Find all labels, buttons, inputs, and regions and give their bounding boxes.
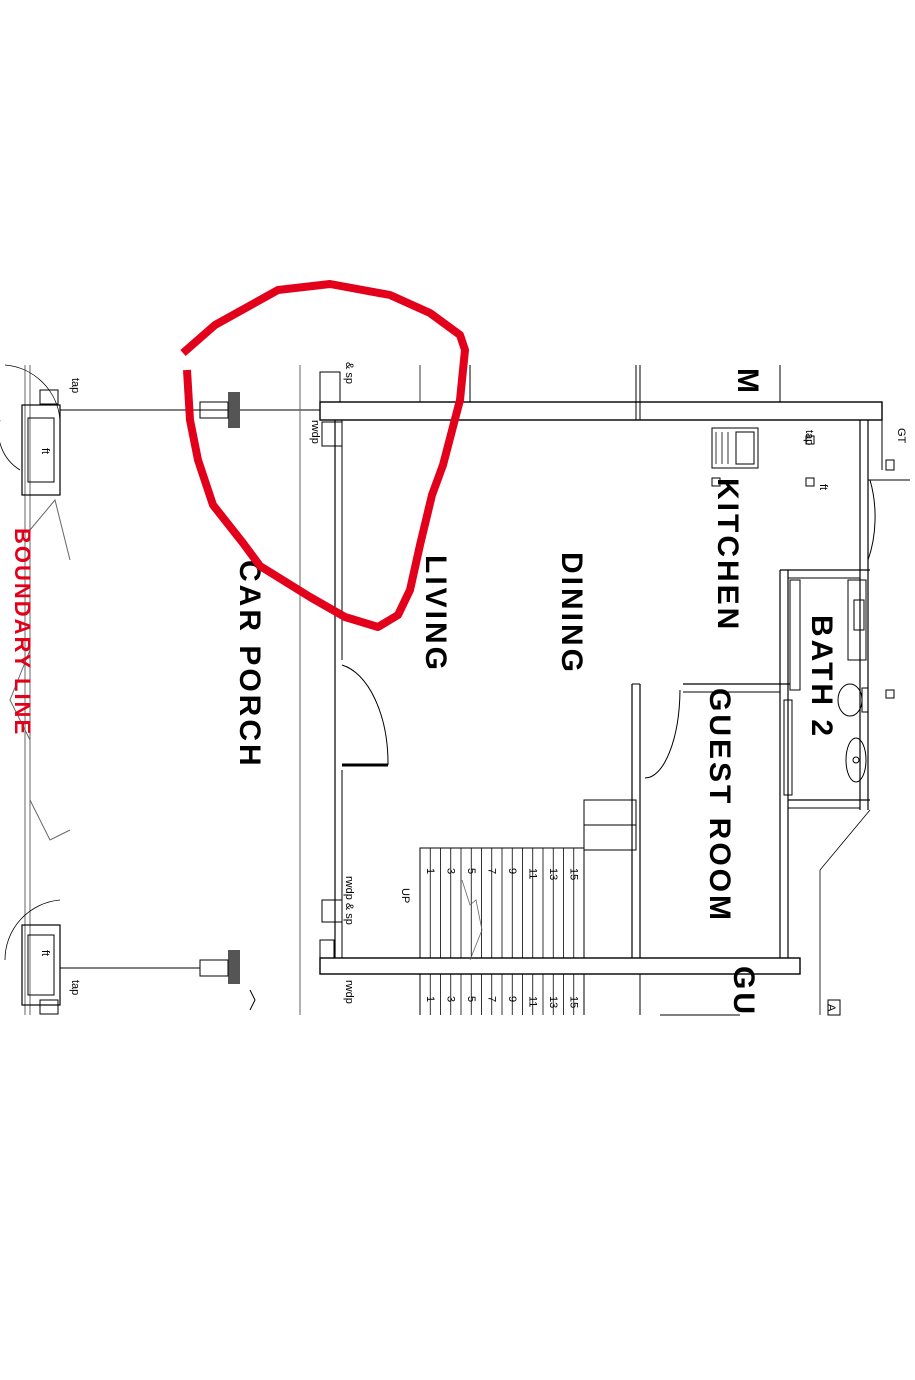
stair-number: 7	[486, 996, 498, 1002]
stair-number: 1	[424, 996, 436, 1002]
rwdp-sp-label-top: & sp	[343, 362, 355, 384]
tap-label-top: tap	[69, 378, 81, 393]
car-porch-columns	[199, 365, 301, 1015]
stair-number: 3	[445, 868, 457, 874]
stair-number: 5	[465, 996, 477, 1002]
ft-label-kitchen: ft	[817, 484, 829, 490]
stair-number: 15	[568, 868, 580, 880]
highlight-circle	[180, 280, 469, 631]
stair-number: 3	[445, 996, 457, 1002]
stair-number: 9	[506, 996, 518, 1002]
stair-number: 11	[527, 996, 539, 1007]
tap-label-kitchen: tap	[803, 430, 815, 445]
living-label: LIVING	[419, 555, 452, 673]
car-porch-label: CAR PORCH	[233, 560, 266, 769]
kitchen-fixtures	[711, 427, 815, 487]
stair-number: 15	[568, 996, 580, 1008]
bath2-label: BATH 2	[805, 615, 838, 739]
stair-number: 1	[424, 868, 436, 874]
boundary-area: tap ft tap ft BOUNDARY LINE	[0, 364, 320, 1015]
stair-number: 11	[527, 868, 539, 879]
m-partial-label: M	[731, 368, 764, 396]
guest-room-label: GUEST ROOM	[703, 688, 736, 923]
gu-partial-label: GU	[727, 966, 760, 1017]
stair-number: 13	[547, 868, 559, 880]
a-partial-label: A	[825, 1004, 837, 1012]
dining-label: DINING	[555, 552, 588, 675]
gt-label: GT	[895, 428, 907, 444]
stair-number: 5	[465, 868, 477, 874]
up-label: UP	[399, 888, 411, 903]
kitchen-label: KITCHEN	[711, 478, 744, 632]
bath-fixtures	[837, 459, 895, 783]
rwdp-label-top: rwdp	[309, 420, 321, 444]
tap-label-bottom: tap	[69, 980, 81, 995]
boundary-line-label: BOUNDARY LINE	[10, 528, 35, 736]
stair-number: 13	[547, 996, 559, 1008]
rwdp-sp-label-mid: rwdp & sp	[343, 876, 355, 925]
stair-number: 7	[486, 868, 498, 874]
rwdp-label-bottom: rwdp	[343, 980, 355, 1004]
ft-label-top: ft	[39, 448, 51, 454]
stair-number: 9	[506, 868, 518, 874]
ft-label-bottom: ft	[39, 950, 51, 956]
